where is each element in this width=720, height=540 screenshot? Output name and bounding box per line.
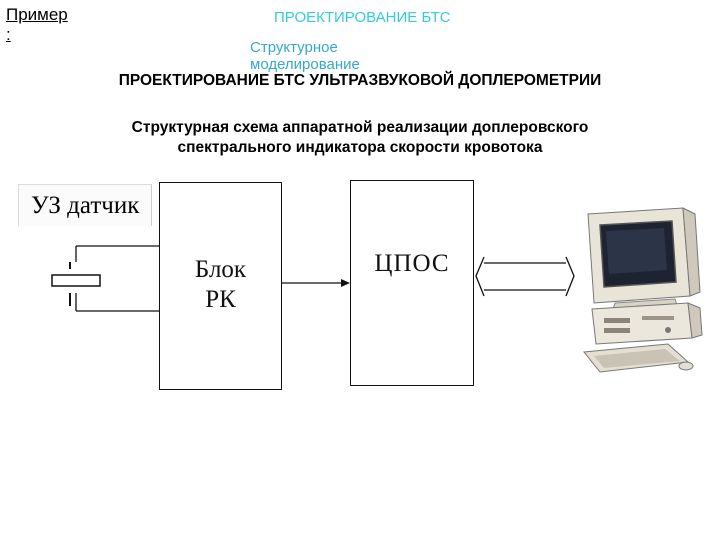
- block-rk-label-line2: РК: [205, 286, 236, 313]
- block-rk-label-line1: Блок: [194, 256, 247, 283]
- transducer-icon: [51, 245, 159, 312]
- block-dsp-label: ЦПОС: [374, 250, 450, 277]
- block-dsp: ЦПОС: [350, 180, 474, 386]
- main-title: ПРОЕКТИРОВАНИЕ БТС УЛЬТРАЗВУКОВОЙ ДОПЛЕР…: [118, 72, 602, 89]
- header-topic: ПРОЕКТИРОВАНИЕ БТС: [274, 9, 451, 26]
- block-rk: Блок РК: [159, 182, 282, 390]
- arrow-rk-to-dsp: [282, 279, 350, 287]
- subtitle: Структурная схема аппаратной реализации …: [131, 119, 589, 156]
- sensor-label: УЗ датчик: [18, 184, 152, 226]
- header-subtopic: Структурное моделирование: [250, 39, 360, 73]
- computer-icon: [583, 207, 703, 373]
- bus-arrow-dsp-pc: [475, 256, 575, 297]
- example-label: Пример:: [6, 5, 68, 44]
